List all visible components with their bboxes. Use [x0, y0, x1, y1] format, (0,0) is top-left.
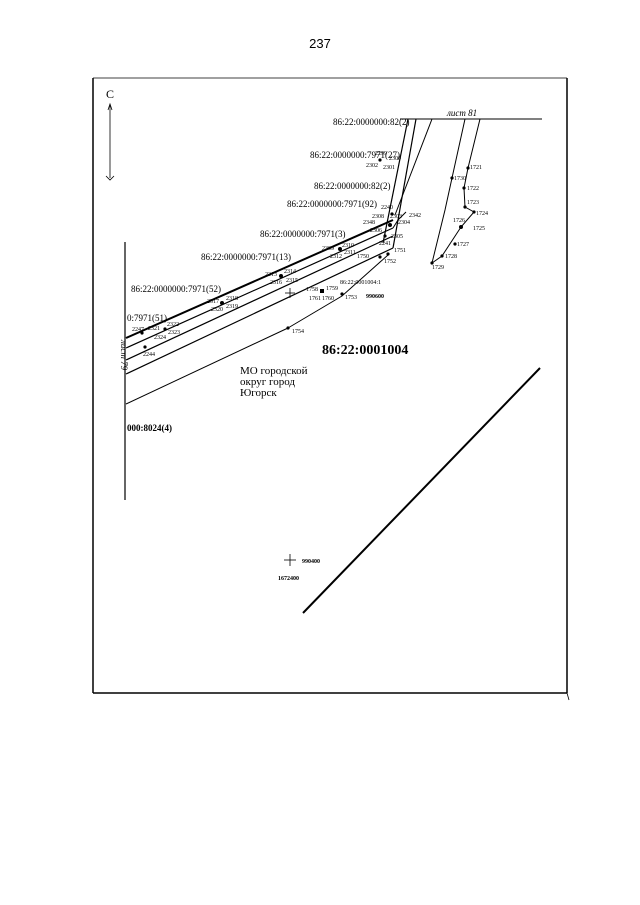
point-number-label: 1758	[306, 287, 318, 293]
municipality-line: округ город	[240, 376, 295, 388]
point-number-label: 2302	[366, 163, 378, 169]
point-number-label: 2318	[226, 296, 238, 302]
point-number-label: 2321	[148, 326, 160, 332]
parcel-label: 000:8024(4)	[127, 423, 172, 433]
point-number-label: 2304	[398, 220, 410, 226]
point-number-label: 1725	[473, 226, 485, 232]
diagonal-boundary	[302, 367, 541, 614]
point-number-label: 2319	[226, 304, 238, 310]
point-number-label: 2323	[168, 330, 180, 336]
point-number-label: 1726	[453, 218, 465, 224]
point-number-label: 2314	[284, 269, 296, 275]
survey-points	[140, 158, 476, 349]
point-number-label: 2311	[344, 250, 356, 256]
point-number-label: 1750	[357, 254, 369, 260]
point-number-label: 1752	[384, 259, 396, 265]
point-number-label: 2315	[286, 278, 298, 284]
grid-coordinate: 990400	[302, 559, 320, 565]
point-number-label: 1727	[457, 242, 469, 248]
point-number-label: 1759	[326, 286, 338, 292]
parcel-label: 86:22:0000000:82(2)	[333, 117, 410, 127]
point-number-label: 2310	[342, 243, 354, 249]
point-number-label: 1724	[476, 211, 488, 217]
north-label: С	[106, 87, 114, 101]
point-number-label: 2312	[330, 254, 342, 260]
parcel-label: 0:7971(51)	[127, 313, 167, 323]
point-number-label: 1728	[445, 254, 457, 260]
parcel-label: 86:22:0000000:7971(13)	[201, 252, 291, 262]
point-number-label: 2299	[375, 151, 387, 157]
grid-coordinate: 1672400	[278, 576, 299, 582]
point-number-label: 2247	[132, 327, 144, 333]
point-labels: 2299 2300 2302 2301 2240 2308 2303 2342 …	[132, 151, 488, 358]
point-number-label: 2317	[207, 299, 219, 305]
point-number-label: 1722	[467, 186, 479, 192]
point-number-label: 1761	[309, 296, 321, 302]
point-number-label: 1751	[394, 248, 406, 254]
grid-coordinate: 990600	[366, 294, 384, 300]
point-number-label: 2308	[372, 214, 384, 220]
point-number-label: 2320	[211, 307, 223, 313]
point-number-label: 1753	[345, 295, 357, 301]
sheet-top-label: лист 81	[446, 108, 477, 118]
point-number-label: 2301	[383, 165, 395, 171]
parcel-label: 86:22:0000000:7971(92)	[287, 199, 377, 209]
municipality-line: МО городской	[240, 365, 308, 377]
point-number-label: 2342	[409, 213, 421, 219]
point-number-label: 1729	[432, 265, 444, 271]
quarter-label: 86:22:0001004	[322, 343, 408, 358]
point-number-label: 1723	[467, 200, 479, 206]
point-number-label: 1760	[322, 296, 334, 302]
point-number-label: 2300	[389, 156, 401, 162]
map-frame	[92, 77, 570, 701]
parcel-label: 86:22:0000000:7971(27)	[310, 150, 400, 160]
point-number-label: 2316	[270, 280, 282, 286]
point-number-label: 2309	[322, 246, 334, 252]
point-number-label: 2305	[391, 234, 403, 240]
point-number-label: 1754	[292, 329, 304, 335]
north-arrow-icon	[105, 102, 115, 181]
point-number-label: 2322	[167, 322, 179, 328]
parcel-lines	[125, 118, 481, 405]
grid-crosses	[284, 288, 296, 566]
page-number: 237	[309, 36, 331, 51]
point-number-label: 2244	[143, 352, 155, 358]
point-number-label: 2240	[381, 205, 393, 211]
parcel-label: 86:22:0000000:7971(3)	[260, 229, 346, 239]
parcel-label: 86:22:0001004:1	[340, 280, 381, 286]
point-number-label: 2324	[154, 335, 166, 341]
sheet-boundaries	[124, 118, 542, 500]
point-number-label: 2306	[370, 228, 382, 234]
point-number-label: 2303	[390, 214, 402, 220]
parcel-label: 86:22:0000000:7971(52)	[131, 284, 221, 294]
sheet-left-label: лист 79	[119, 339, 129, 371]
point-number-label: 1721	[470, 165, 482, 171]
point-number-label: 2241	[379, 241, 391, 247]
point-number-label: 2313	[265, 272, 277, 278]
point-number-label: 1730	[454, 176, 466, 182]
parcel-label: 86:22:0000000:82(2)	[314, 181, 391, 191]
municipality-line: Югорск	[240, 387, 277, 399]
point-number-label: 2348	[363, 220, 375, 226]
